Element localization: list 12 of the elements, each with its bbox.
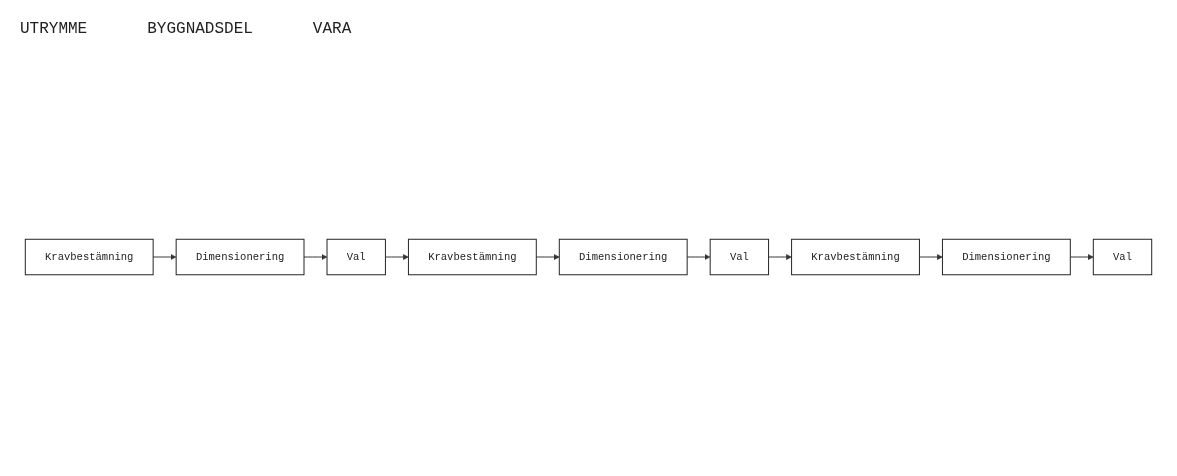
node-box: Val [1092,238,1153,276]
node-box: Kravbestämning [407,238,537,276]
node-box: Val [326,238,386,276]
node-box: Kravbestämning [791,238,920,276]
node-box: Val [709,238,770,276]
node-box: Kravbestämning [24,238,154,276]
row-label: UTRYMME [20,20,88,38]
row-label: VARA [312,20,352,38]
node-box: Dimensionering [941,238,1071,276]
node-box: Dimensionering [558,238,688,276]
node-box: Dimensionering [175,238,305,276]
row-label: BYGGNADSDEL [147,20,253,38]
